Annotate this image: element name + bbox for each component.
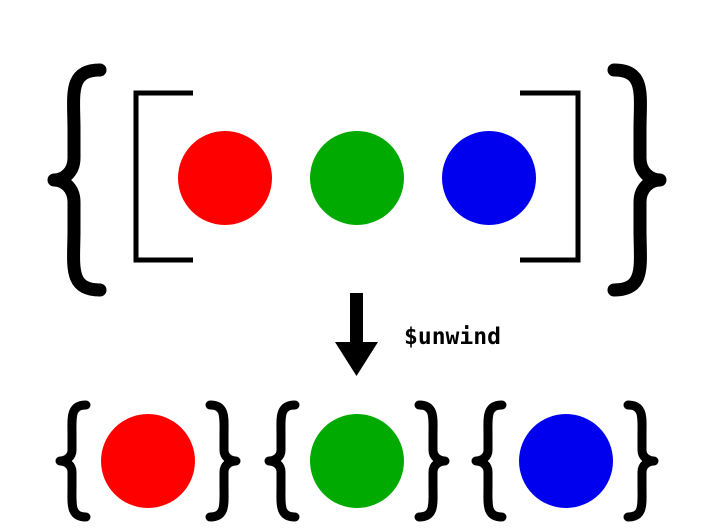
array [133,90,581,263]
input-left-curly-brace [47,63,107,297]
operation-label: $unwind [404,324,501,350]
output-green-right-curly-brace [414,400,450,522]
output-blue-left-curly-brace [471,400,507,522]
output-documents [55,400,659,522]
array-item-blue [442,131,536,225]
output-item-red [101,414,195,508]
output-item-blue [519,414,613,508]
output-red-left-curly-brace [55,400,91,522]
array-item-green [310,131,404,225]
array-right-bracket [520,90,581,263]
output-blue-right-curly-brace [623,400,659,522]
output-document-red [55,400,241,522]
array-left-bracket [133,90,193,263]
input-document [47,63,667,297]
output-red-right-curly-brace [205,400,241,522]
input-right-curly-brace [607,63,667,297]
output-item-green [310,414,404,508]
arrow-shaft [350,293,363,343]
array-item-red [178,131,272,225]
arrow-down-icon [335,342,378,376]
output-document-green [264,400,450,522]
output-document-blue [471,400,659,522]
unwind-operation: $unwind [335,293,501,376]
output-green-left-curly-brace [264,400,300,522]
